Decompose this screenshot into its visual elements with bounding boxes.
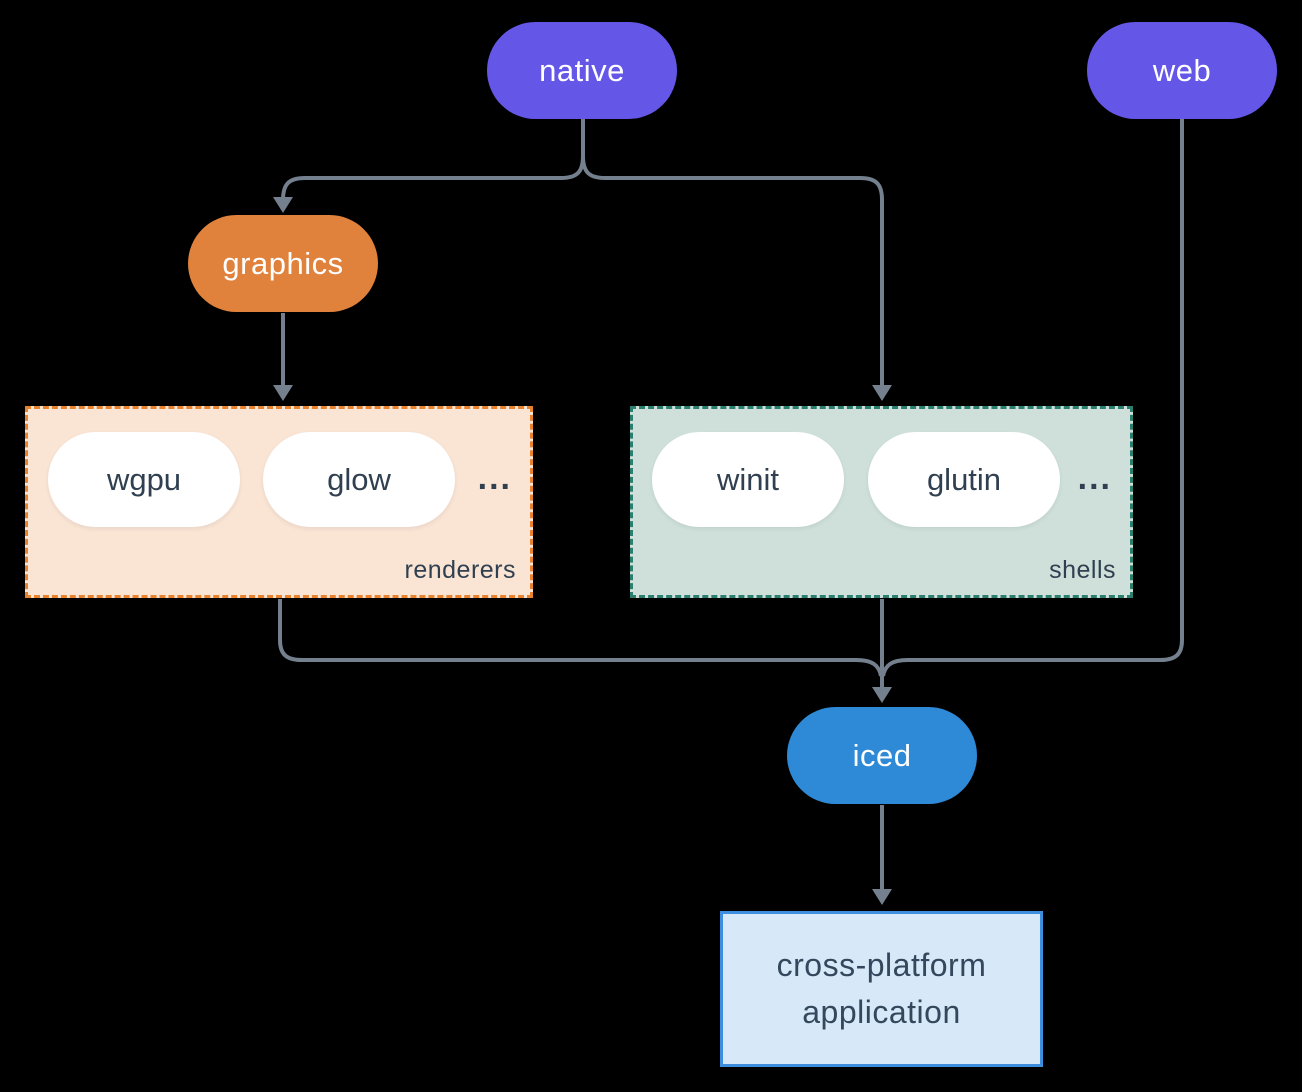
chip-glow-label: glow [327, 461, 391, 497]
chip-wgpu-label: wgpu [106, 461, 182, 497]
arrowhead-iced [872, 687, 892, 703]
arrowhead-shells [872, 385, 892, 401]
shells-ellipsis: ... [1077, 459, 1112, 497]
node-native-label: native [539, 52, 625, 88]
chip-wgpu: wgpu [48, 432, 240, 527]
chip-winit: winit [652, 432, 844, 527]
group-shells: winit glutin ... shells [630, 406, 1133, 598]
app-label-line-2: application [802, 994, 961, 1030]
arrowhead-app [872, 889, 892, 905]
node-cross-platform-application: cross-platform application [720, 911, 1043, 1067]
node-iced-label: iced [852, 737, 912, 773]
app-label-line-1: cross-platform [776, 947, 987, 983]
renderers-group-label: renderers [404, 556, 516, 584]
chip-winit-label: winit [716, 461, 779, 497]
chip-glutin: glutin [868, 432, 1060, 527]
node-graphics-label: graphics [222, 245, 344, 281]
edge-native-shells [581, 119, 884, 386]
edge-web-iced [881, 119, 1184, 677]
chip-glutin-label: glutin [926, 461, 1002, 497]
node-native: native [487, 22, 677, 119]
node-web: web [1087, 22, 1277, 119]
chip-glow: glow [263, 432, 455, 527]
group-renderers: wgpu glow ... renderers [25, 406, 533, 598]
renderers-ellipsis: ... [477, 459, 512, 497]
arrowhead-renderers [273, 385, 293, 401]
node-graphics: graphics [188, 215, 378, 312]
edge-renderers-iced [278, 599, 883, 677]
node-web-label: web [1152, 52, 1212, 88]
node-iced: iced [787, 707, 977, 804]
edge-native-graphics [281, 119, 585, 201]
arrowhead-graphics [273, 197, 293, 213]
shells-group-label: shells [1049, 556, 1116, 584]
